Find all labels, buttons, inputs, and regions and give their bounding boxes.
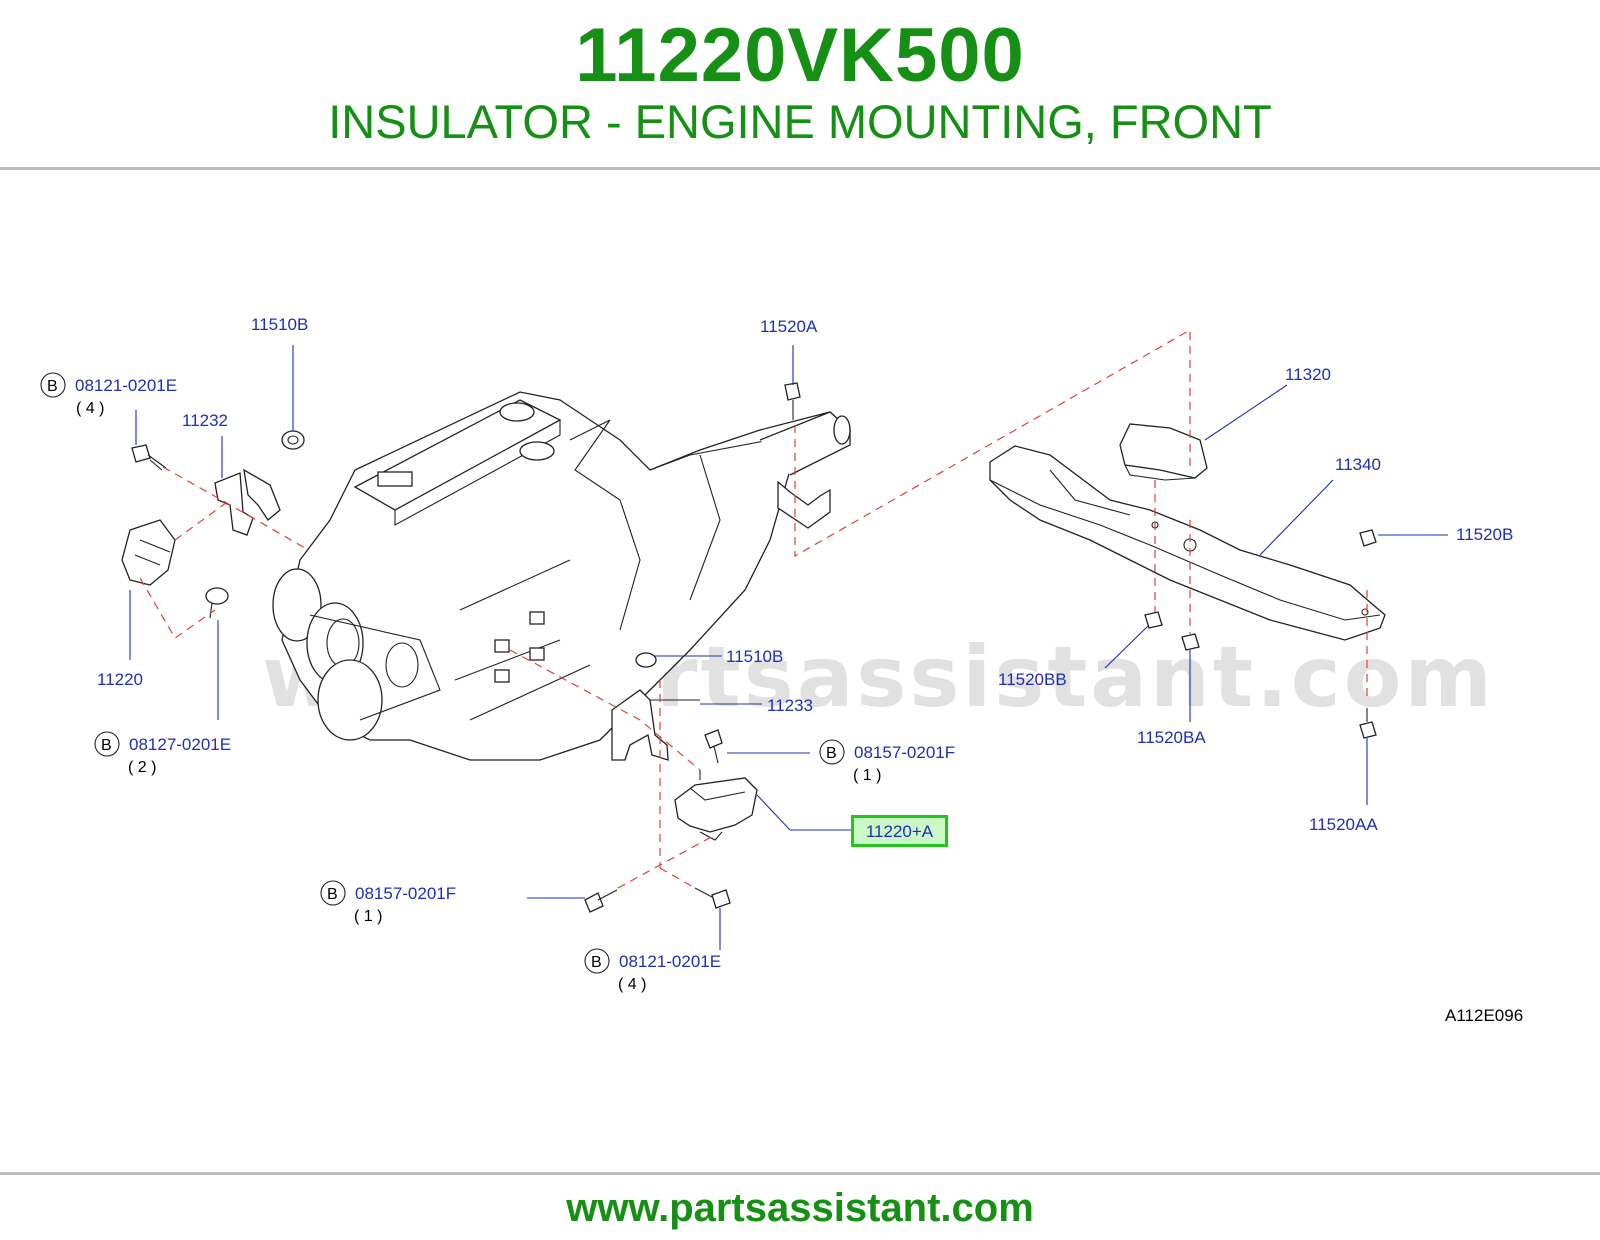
svg-text:08121-0201E: 08121-0201E [75,376,177,395]
callout-11510B-top: 11510B [251,315,308,334]
svg-text:B: B [826,745,837,762]
callout-leaders [129,345,1448,950]
callout-11220: 11220 [97,670,143,689]
svg-text:B: B [47,378,58,395]
left-bracket-11232-drawing [214,472,254,536]
left-bolt-08121-drawing [131,444,167,471]
callout-11520BA: 11520BA [1137,728,1206,747]
bolt-08157-right-drawing [704,729,723,749]
callout-11520BB: 11520BB [998,670,1067,689]
insulator-11220A-drawing [674,777,758,833]
callout-11232: 11232 [182,411,228,430]
left-bolt-08127-drawing [205,587,229,619]
assembly-lines [139,328,1368,889]
callout-bolt-08157-right: B 08157-0201F ( 1 ) [819,739,955,784]
nut-11520B-drawing [1359,529,1377,547]
svg-text:B: B [591,954,602,971]
callout-11340: 11340 [1335,455,1381,474]
diagram-code: A112E096 [1445,1006,1523,1025]
svg-text:08157-0201F: 08157-0201F [355,884,456,903]
svg-text:( 1 ): ( 1 ) [354,908,382,925]
callout-11233: 11233 [767,696,813,715]
svg-text:( 4 ): ( 4 ) [76,400,104,417]
rear-mount-drawing [1119,423,1208,479]
callout-bolt-08127: B 08127-0201E ( 2 ) [94,731,231,776]
callout-bolt-08157-lower: B 08157-0201F ( 1 ) [320,880,456,925]
transmission-rear-bracket [777,480,831,529]
svg-text:( 1 ): ( 1 ) [853,767,881,784]
header-divider [0,167,1600,170]
svg-text:08121-0201E: 08121-0201E [619,952,721,971]
bolt-11520AA-drawing [1359,721,1377,739]
callout-11520A: 11520A [760,317,818,336]
svg-text:( 4 ): ( 4 ) [618,976,646,993]
nut-11510B-top-drawing [281,430,305,450]
part-description: INSULATOR - ENGINE MOUNTING, FRONT [328,95,1272,148]
footer-divider [0,1172,1600,1175]
svg-text:08127-0201E: 08127-0201E [129,735,231,754]
bolt-08157-lower-drawing [584,892,604,913]
left-insulator-11220-drawing [121,519,176,586]
svg-text:B: B [101,737,112,754]
part-number-title: 11220VK500 [575,13,1025,98]
highlighted-part-11220A[interactable]: 11220+A [851,815,948,847]
svg-text:( 2 ): ( 2 ) [128,759,156,776]
callout-11320: 11320 [1285,365,1331,384]
nut-11510B-mid-drawing [635,652,657,668]
svg-text:B: B [327,886,338,903]
footer-website-link[interactable]: www.partsassistant.com [566,1186,1034,1230]
engine-transmission-drawing [272,391,852,761]
callout-11510B-mid: 11510B [726,647,783,666]
callout-11520AA: 11520AA [1309,815,1378,834]
svg-text:08157-0201F: 08157-0201F [854,743,955,762]
callout-11520B: 11520B [1456,525,1513,544]
bolt-08121-lower-drawing [711,889,731,909]
callout-bolt-08121-top: B 08121-0201E ( 4 ) [40,372,177,417]
callout-bolt-08121-lower: B 08121-0201E ( 4 ) [584,948,721,993]
nut-11520BA-drawing [1181,633,1200,651]
bolt-11520A-drawing [784,382,801,420]
nut-11520BB-drawing [1144,611,1163,629]
